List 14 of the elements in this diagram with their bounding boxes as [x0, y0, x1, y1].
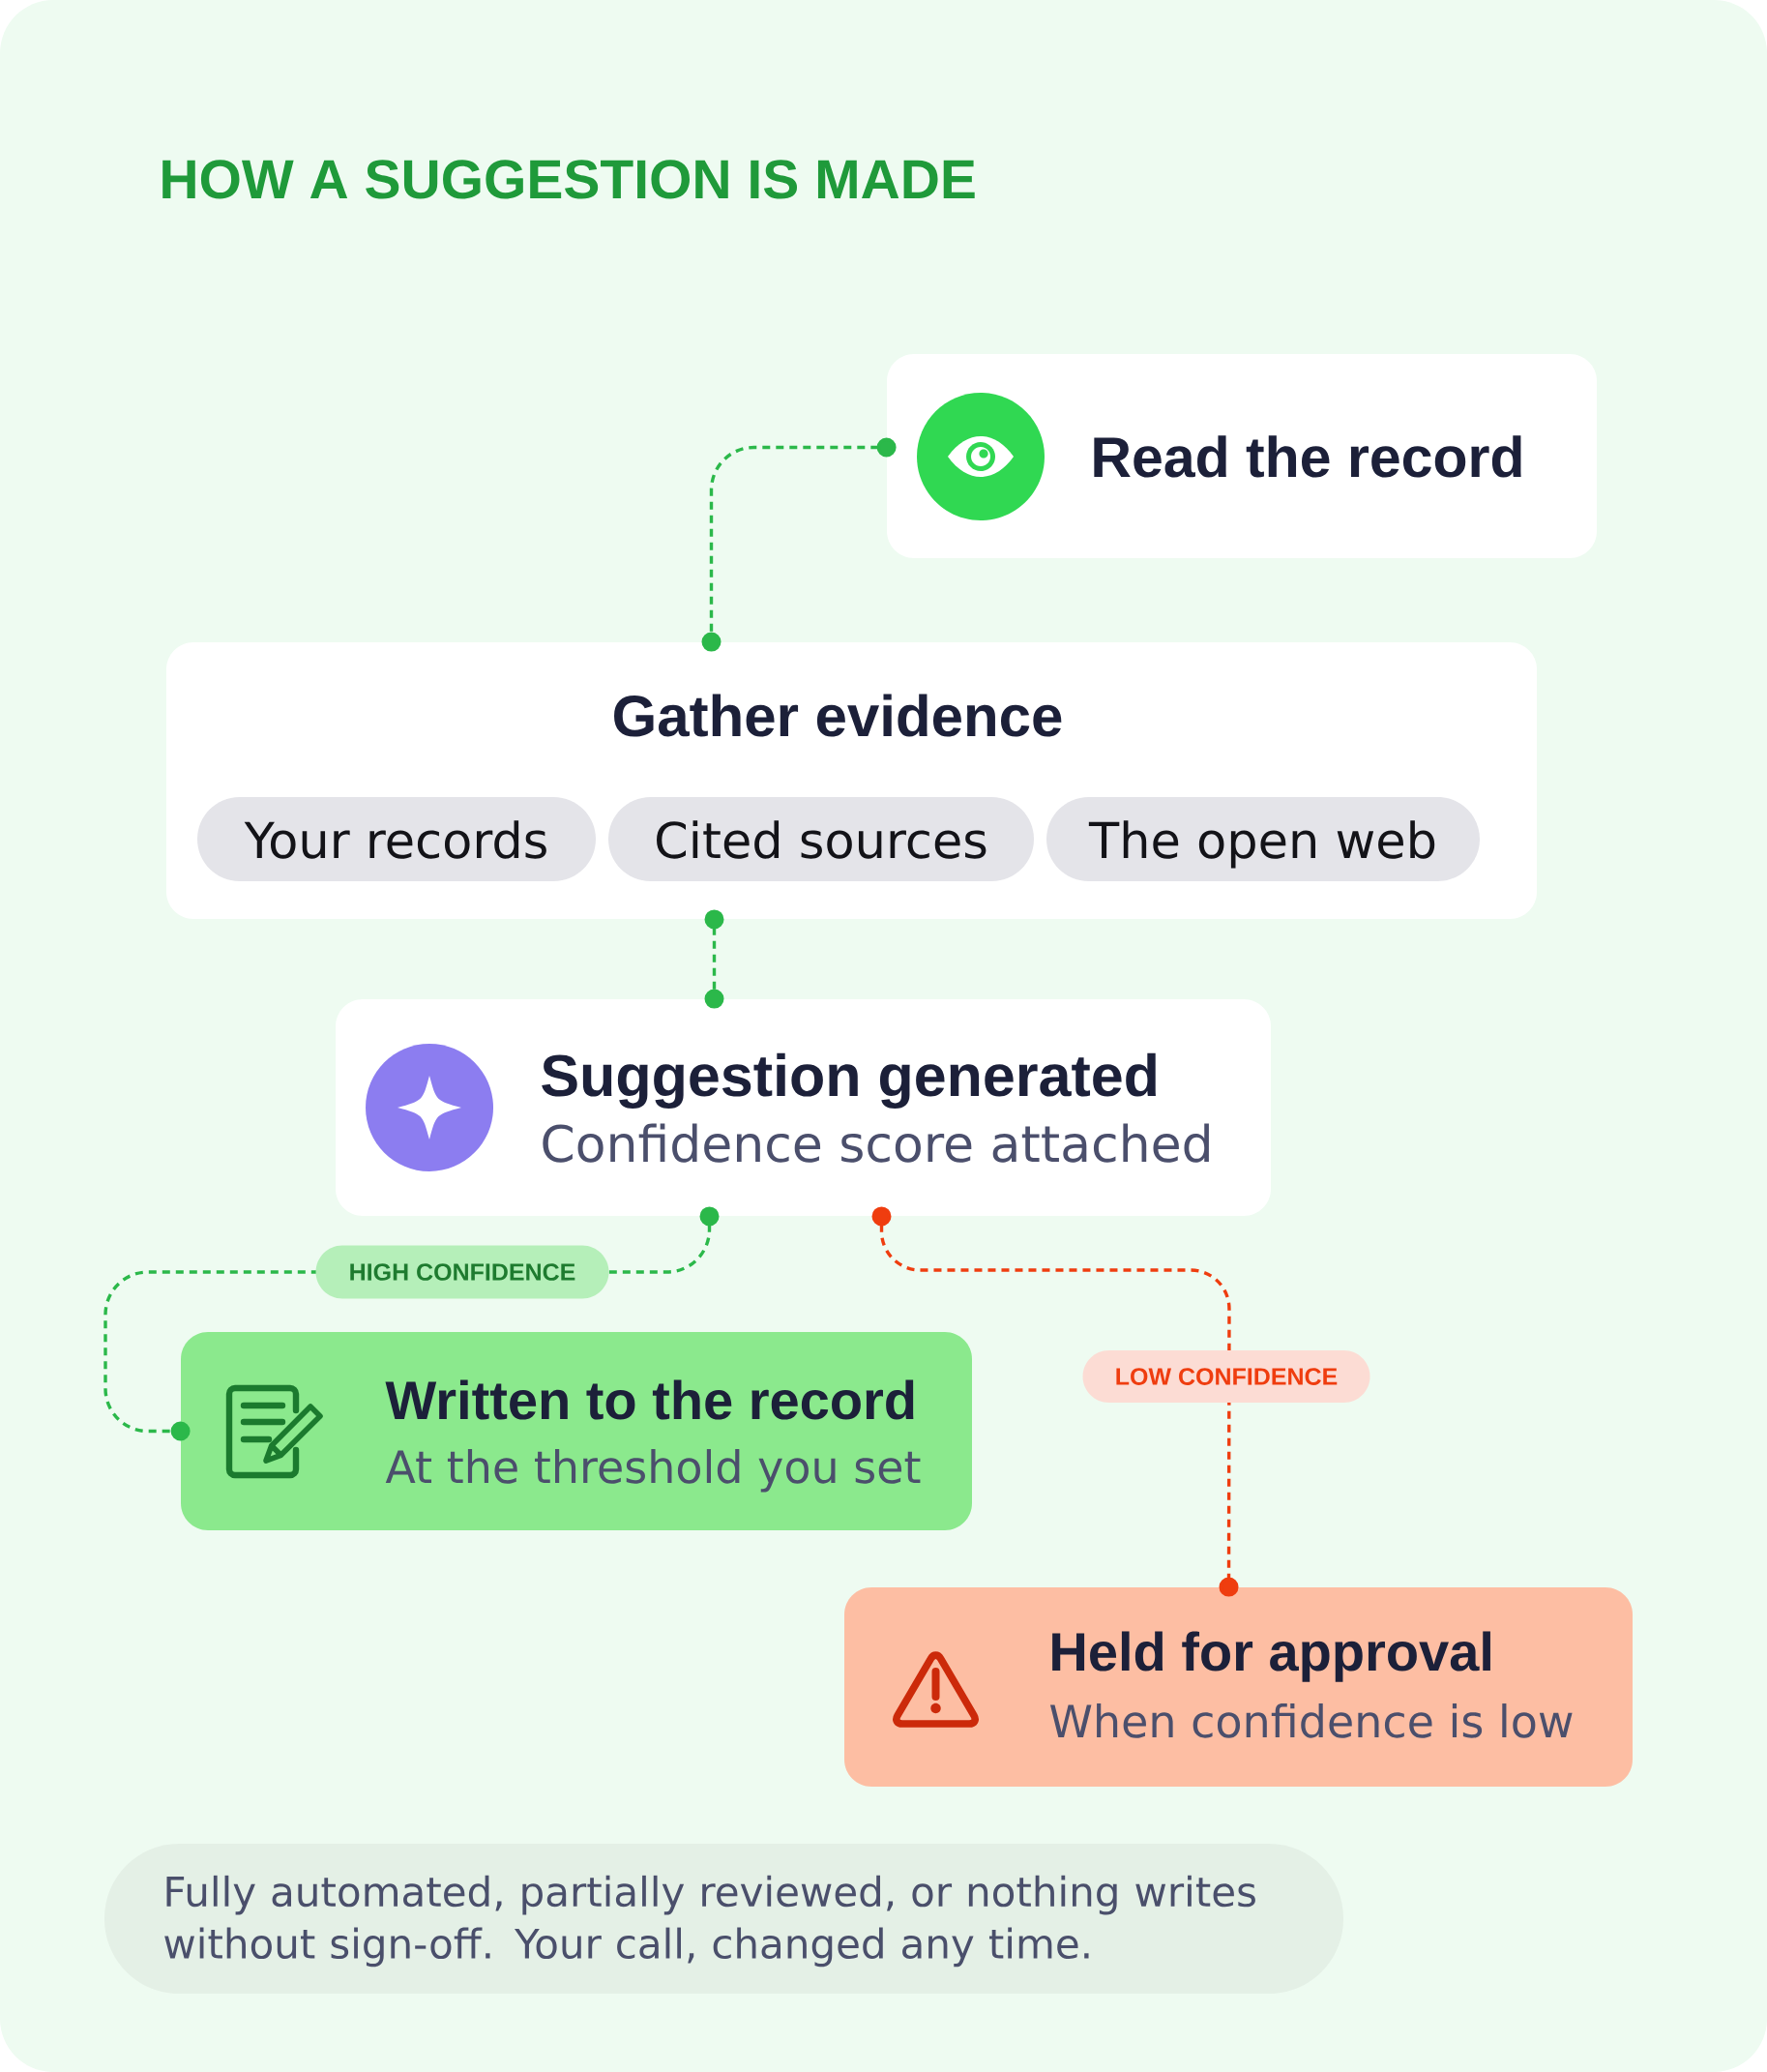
- heading: HOW A SUGGESTION IS MADE: [162, 160, 975, 199]
- source-chip: Your records: [197, 797, 596, 881]
- outcome-card: Held for approval When confidence is low: [844, 1587, 1633, 1787]
- source-chip: The open web: [1046, 797, 1480, 881]
- outcome-card: Written to the record At the threshold you set: [181, 1332, 972, 1530]
- connector: [871, 1206, 1239, 1597]
- source-chip: Cited sources: [608, 797, 1034, 881]
- edge-label: HIGH CONFIDENCE: [315, 1245, 609, 1299]
- connector: [704, 909, 724, 1009]
- step-card: Suggestion generated Confidence score attached: [336, 999, 1271, 1216]
- step-card: Read the record: [887, 354, 1597, 558]
- edge-label: LOW CONFIDENCE: [1082, 1350, 1370, 1403]
- connector: [701, 437, 897, 652]
- note-banner: Fully automated, partially reviewed, or nothing writes without sign-off. Your call, changed any time.: [104, 1844, 1343, 1994]
